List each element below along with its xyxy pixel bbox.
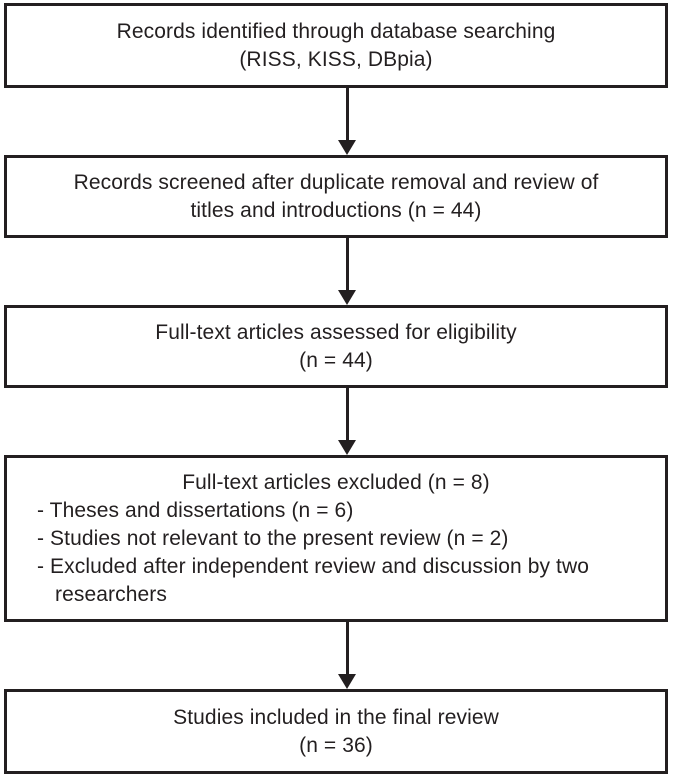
- box-records-screened: Records screened after duplicate removal…: [4, 155, 668, 238]
- box-text-line: Records screened after duplicate removal…: [73, 170, 599, 194]
- excluded-title: Full-text articles excluded (n = 8): [182, 470, 490, 494]
- box-text-line: titles and introductions (n = 44): [190, 198, 482, 222]
- excluded-bullet: - Excluded after independent review and …: [37, 554, 590, 578]
- down-arrow: [338, 388, 356, 455]
- excluded-bullet: - Studies not relevant to the present re…: [37, 526, 509, 550]
- box-text-line: Studies included in the final review: [173, 705, 499, 729]
- arrow-head-icon: [338, 290, 356, 305]
- box-fulltext-excluded: Full-text articles excluded (n = 8) - Th…: [4, 455, 668, 622]
- box-studies-included: Studies included in the final review (n …: [4, 689, 668, 774]
- box-fulltext-assessed: Full-text articles assessed for eligibil…: [4, 305, 668, 388]
- box-text-line: Records identified through database sear…: [116, 19, 556, 43]
- arrow-shaft: [345, 388, 349, 440]
- arrow-shaft: [345, 238, 349, 290]
- down-arrow: [338, 88, 356, 155]
- arrow-head-icon: [338, 674, 356, 689]
- box-records-identified: Records identified through database sear…: [4, 3, 668, 88]
- box-text-line: Full-text articles assessed for eligibil…: [155, 320, 517, 344]
- down-arrow: [338, 622, 356, 689]
- arrow-shaft: [345, 88, 349, 140]
- arrow-head-icon: [338, 140, 356, 155]
- box-text-line: (n = 36): [299, 733, 373, 757]
- arrow-shaft: [345, 622, 349, 674]
- box-text-line: (RISS, KISS, DBpia): [239, 47, 433, 71]
- down-arrow: [338, 238, 356, 305]
- excluded-bullet: - Theses and dissertations (n = 6): [37, 498, 354, 522]
- box-text-line: (n = 44): [299, 348, 373, 372]
- arrow-head-icon: [338, 440, 356, 455]
- excluded-bullet-continuation: researchers: [55, 582, 167, 606]
